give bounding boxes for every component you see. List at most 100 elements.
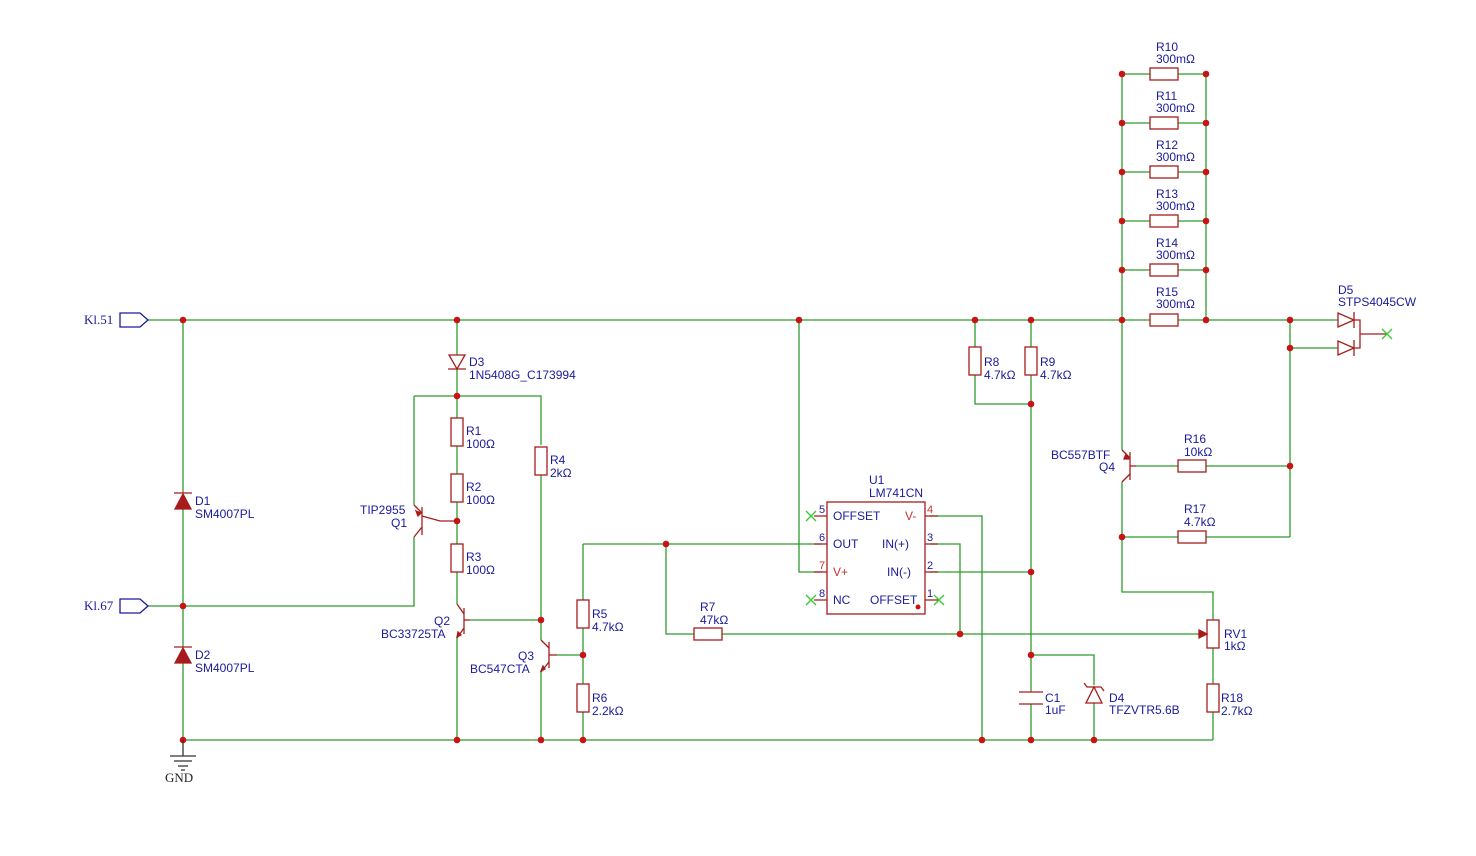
junction-dot bbox=[978, 736, 986, 744]
component-ref: R17 bbox=[1184, 502, 1206, 516]
component-value: BC557BTF bbox=[1051, 448, 1110, 462]
resistor-r8: R8 4.7kΩ bbox=[968, 346, 1016, 382]
component-ref: R12 bbox=[1156, 138, 1178, 152]
junction-dot bbox=[579, 736, 587, 744]
junction-dot bbox=[1118, 316, 1126, 324]
component-ref: Q4 bbox=[1099, 460, 1115, 474]
junction-dot bbox=[1118, 533, 1126, 541]
pin-name-nc: NC bbox=[833, 593, 851, 607]
component-value: 4.7kΩ bbox=[984, 368, 1016, 382]
junction-dot bbox=[579, 651, 587, 659]
junction-dot bbox=[1286, 316, 1294, 324]
pin-number-2: 2 bbox=[927, 560, 933, 572]
component-ref: R8 bbox=[984, 355, 1000, 369]
junction-dot bbox=[1118, 217, 1126, 225]
component-value: SM4007PL bbox=[195, 661, 255, 675]
component-value: 300mΩ bbox=[1156, 150, 1195, 164]
resistor-r11: R11 300mΩ bbox=[1149, 89, 1195, 130]
pin-number-4: 4 bbox=[927, 504, 933, 516]
component-ref: R16 bbox=[1184, 432, 1206, 446]
resistor-r14: R14 300mΩ bbox=[1149, 236, 1195, 277]
junction-dot bbox=[1202, 316, 1210, 324]
component-value: 4.7kΩ bbox=[1040, 368, 1072, 382]
junction-dot bbox=[1202, 70, 1210, 78]
resistor-r10: R10 300mΩ bbox=[1149, 40, 1195, 81]
component-ref: R1 bbox=[466, 424, 482, 438]
pin-name-in-plus: IN(+) bbox=[882, 537, 909, 551]
junction-dot bbox=[1027, 651, 1035, 659]
pin-number-5: 5 bbox=[819, 504, 825, 516]
junction-dot bbox=[1202, 217, 1210, 225]
pin-number-3: 3 bbox=[927, 532, 933, 544]
component-ref: D1 bbox=[195, 494, 211, 508]
component-value: 4.7kΩ bbox=[1184, 515, 1216, 529]
component-ref: R10 bbox=[1156, 40, 1178, 54]
resistor-r5: R5 4.7kΩ bbox=[576, 599, 624, 634]
diode-d1: D1 SM4007PL bbox=[173, 492, 255, 521]
component-ref: R18 bbox=[1221, 691, 1243, 705]
junction-dot bbox=[956, 630, 964, 638]
resistor-r9: R9 4.7kΩ bbox=[1024, 346, 1072, 382]
component-value: 10kΩ bbox=[1184, 445, 1212, 459]
component-value: 2.7kΩ bbox=[1221, 704, 1253, 718]
component-ref: U1 bbox=[869, 473, 885, 487]
junction-dot bbox=[1118, 70, 1126, 78]
component-value: 300mΩ bbox=[1156, 248, 1195, 262]
diode-d2: D2 SM4007PL bbox=[173, 646, 255, 675]
junction-dot bbox=[453, 316, 461, 324]
pin-number-1: 1 bbox=[927, 588, 933, 600]
junction-dot bbox=[1202, 119, 1210, 127]
pin-name-vplus: V+ bbox=[833, 565, 848, 579]
opamp-u1: U1 LM741CN 5 6 7 8 4 3 2 1 OFFSET OUT V+… bbox=[805, 473, 945, 615]
capacitor-c1: C1 1uF bbox=[1019, 691, 1066, 717]
junction-dot bbox=[1118, 168, 1126, 176]
net-label-kl51: Kl.51 bbox=[84, 312, 113, 327]
junction-dot bbox=[1118, 266, 1126, 274]
junction-dot bbox=[1090, 736, 1098, 744]
component-ref: R11 bbox=[1156, 89, 1177, 103]
net-label-gnd: GND bbox=[165, 770, 193, 785]
junction-dot bbox=[1027, 736, 1035, 744]
pin-number-6: 6 bbox=[819, 532, 825, 544]
resistor-r12: R12 300mΩ bbox=[1149, 138, 1195, 179]
resistor-r7: R7 47kΩ bbox=[693, 600, 728, 641]
net-port-kl67: Kl.67 bbox=[84, 598, 149, 614]
resistor-r4: R4 2kΩ bbox=[534, 446, 572, 480]
resistor-r13: R13 300mΩ bbox=[1149, 187, 1195, 228]
component-ref: RV1 bbox=[1224, 627, 1247, 641]
component-value: 300mΩ bbox=[1156, 52, 1195, 66]
component-value: 100Ω bbox=[466, 437, 495, 451]
junction-dot bbox=[1202, 168, 1210, 176]
resistor-r2: R2 100Ω bbox=[450, 473, 495, 507]
transistor-q3: Q3 BC547CTA bbox=[470, 639, 557, 676]
component-value: 1uF bbox=[1045, 703, 1066, 717]
component-value: 4.7kΩ bbox=[592, 620, 624, 634]
component-value: TFZVTR5.6B bbox=[1109, 703, 1180, 717]
junction-dot bbox=[179, 602, 187, 610]
ground-symbol: GND bbox=[165, 740, 196, 785]
component-ref: Q3 bbox=[518, 649, 534, 663]
component-value: STPS4045CW bbox=[1338, 295, 1417, 309]
pin-name-in-minus: IN(-) bbox=[887, 565, 911, 579]
component-value: BC547CTA bbox=[470, 662, 530, 676]
resistor-r3: R3 100Ω bbox=[450, 543, 495, 577]
pin-name-out: OUT bbox=[833, 537, 859, 551]
transistor-q2: Q2 BC33725TA bbox=[381, 603, 470, 641]
junction-dot bbox=[179, 316, 187, 324]
component-ref: D2 bbox=[195, 648, 211, 662]
transistor-q1: TIP2955 Q1 bbox=[360, 503, 457, 538]
pin-number-8: 8 bbox=[819, 588, 825, 600]
component-ref: R14 bbox=[1156, 236, 1178, 250]
component-value: 47kΩ bbox=[700, 613, 728, 627]
component-ref: D4 bbox=[1109, 691, 1125, 705]
junction-dot bbox=[1202, 266, 1210, 274]
resistor-r15: R15 300mΩ bbox=[1149, 285, 1195, 327]
component-ref: R4 bbox=[550, 453, 566, 467]
junction-dot bbox=[453, 392, 461, 400]
junction-dot bbox=[795, 316, 803, 324]
component-ref: R7 bbox=[700, 600, 716, 614]
component-value: 100Ω bbox=[466, 563, 495, 577]
component-value: BC33725TA bbox=[381, 627, 445, 641]
component-ref: Q1 bbox=[391, 516, 407, 530]
junction-dot bbox=[971, 316, 979, 324]
